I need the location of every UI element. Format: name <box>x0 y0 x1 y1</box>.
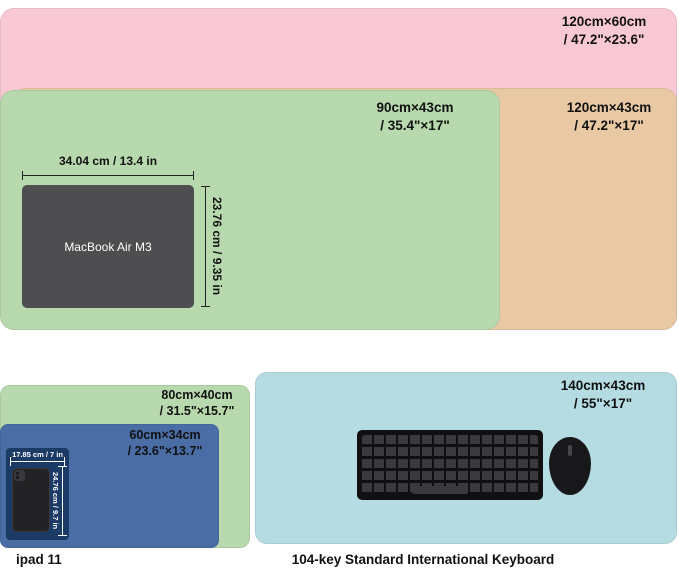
mouse-graphic <box>549 437 591 495</box>
keyboard-caption: 104-key Standard International Keyboard <box>291 552 555 567</box>
ipad-height-dimension-line <box>58 466 67 536</box>
ipad-width-dimension-label: 17.85 cm / 7 in <box>12 450 63 459</box>
mat-size-cm: 60cm×34cm <box>129 428 201 442</box>
keyboard-spacebar <box>412 486 468 494</box>
mat-90x43-label: 90cm×43cm / 35.4"×17" <box>360 99 470 134</box>
mat-size-in: / 23.6"×13.7" <box>127 444 203 459</box>
laptop-height-dimension-line <box>201 186 210 307</box>
mat-size-in: / 47.2"×23.6" <box>563 31 645 47</box>
mat-size-cm: 90cm×43cm <box>376 100 454 115</box>
mouse-scroll-wheel-icon <box>568 445 572 456</box>
mat-size-cm: 140cm×43cm <box>560 378 646 393</box>
laptop-width-dimension-label: 34.04 cm / 13.4 in <box>58 154 158 168</box>
keyboard-graphic <box>357 430 543 500</box>
mat-60x34-label: 60cm×34cm / 23.6"×13.7" <box>112 427 218 460</box>
ipad-caption: ipad 11 <box>16 552 62 567</box>
mat-size-cm: 80cm×40cm <box>161 388 233 402</box>
ipad-camera-icon <box>14 470 25 481</box>
mat-size-cm: 120cm×43cm <box>566 100 652 115</box>
ipad-photo <box>12 468 50 532</box>
ipad-width-dimension-line <box>10 457 65 466</box>
laptop-width-dimension-line <box>22 171 194 180</box>
laptop-height-dimension-label: 23.76 cm / 9.35 in <box>210 197 224 296</box>
mat-size-in: / 47.2"×17" <box>574 117 644 133</box>
mat-size-cm: 120cm×60cm <box>561 14 647 29</box>
ipad-height-dimension-label: 24.76 cm / 9.7 in <box>51 472 60 530</box>
keyboard-keys <box>362 435 538 495</box>
mat-size-in: / 55"×17" <box>573 395 633 411</box>
mat-140x43-label: 140cm×43cm / 55"×17" <box>538 377 668 412</box>
mat-120x43-label: 120cm×43cm / 47.2"×17" <box>550 99 668 134</box>
mat-size-in: / 31.5"×15.7" <box>159 404 235 419</box>
mat-size-in: / 35.4"×17" <box>380 117 450 133</box>
mat-120x60-label: 120cm×60cm / 47.2"×23.6" <box>540 13 668 48</box>
mat-80x40-label: 80cm×40cm / 31.5"×15.7" <box>146 387 248 420</box>
macbook-label: MacBook Air M3 <box>64 239 152 254</box>
macbook-rect: MacBook Air M3 <box>22 185 194 308</box>
